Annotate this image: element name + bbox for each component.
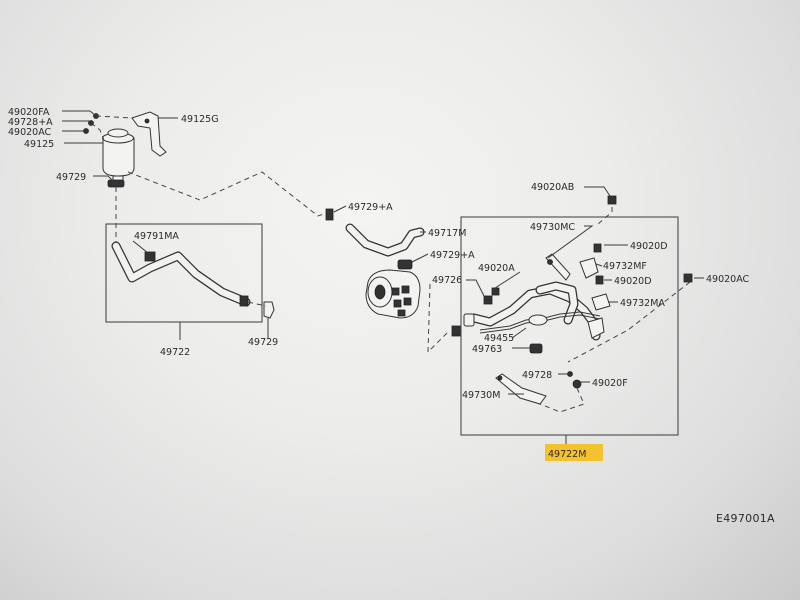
label-49729-b: 49729 (248, 337, 278, 348)
pressure-line-group (427, 186, 704, 444)
right-dashline (567, 281, 691, 363)
routing-dashline-top (127, 171, 331, 217)
callout-labels: 49020FA 49728+A 49020AC 49125 49125G 497… (8, 107, 750, 460)
hose-clamp-49722 (239, 295, 249, 307)
reservoir-bracket (131, 111, 167, 157)
label-49717m: 49717M (428, 228, 466, 239)
label-49020ab: 49020AB (531, 182, 574, 193)
bolt-49020ac-right (683, 273, 693, 283)
label-49730mc: 49730MC (530, 222, 575, 233)
label-49729-a: 49729 (56, 172, 86, 183)
label-49125g: 49125G (181, 114, 219, 125)
washer-49728 (567, 371, 573, 377)
group-box-49722 (105, 223, 263, 323)
diagram-reference-id: E497001A (716, 512, 775, 525)
label-49020ac-top: 49020AC (8, 127, 52, 138)
fitting-inlet (463, 313, 475, 327)
label-49455: 49455 (484, 333, 514, 344)
sensor-49763 (529, 343, 543, 354)
label-49732ma: 49732MA (620, 298, 665, 309)
label-49791ma: 49791MA (134, 231, 179, 242)
group-box-49722m (460, 216, 679, 436)
clip-49791ma (144, 251, 156, 262)
clamp-49732ma (591, 293, 611, 311)
bolt-49020a-fitting (483, 295, 493, 305)
clamp-49732mf (579, 257, 599, 279)
label-49020ac-right: 49020AC (706, 274, 750, 285)
return-line-group (105, 187, 275, 340)
bolt-49020d-b (595, 275, 604, 285)
highlight-49722m (545, 444, 603, 461)
label-49726: 49726 (432, 275, 462, 286)
bolt-49020ab (607, 195, 617, 205)
bracket-bolt-hole (144, 118, 150, 124)
label-49728: 49728 (522, 370, 552, 381)
reservoir-tank (102, 137, 135, 177)
pump-assembly (345, 223, 429, 319)
label-49020d-a: 49020D (630, 241, 668, 252)
label-49722: 49722 (160, 347, 190, 358)
label-49730m: 49730M (462, 390, 500, 401)
screw-49020ac (83, 128, 89, 134)
bolt-49020d-a (593, 243, 602, 253)
label-49729a-mid: 49729+A (348, 202, 393, 213)
label-49125: 49125 (24, 139, 54, 150)
label-49763: 49763 (472, 344, 502, 355)
clamp-49729-top (107, 179, 125, 188)
label-49729a-pump: 49729+A (430, 250, 475, 261)
clamp-49729a-mid (325, 208, 334, 221)
label-49722m: 49722M (548, 449, 586, 460)
reservoir-assembly (62, 110, 178, 188)
bracket-49730m (495, 373, 547, 405)
label-49020fa: 49020FA (8, 107, 50, 118)
bracket-49730mc (545, 253, 571, 281)
label-49732mf: 49732MF (603, 261, 647, 272)
clamp-49729-bottom (263, 301, 275, 319)
label-49728a-top: 49728+A (8, 117, 53, 128)
label-49020a: 49020A (478, 263, 515, 274)
fitting-49726 (451, 325, 461, 337)
pump-link-dashline (427, 283, 449, 354)
nut-49020f (572, 379, 582, 389)
clamp-49729a-pump (397, 259, 413, 270)
reservoir-cap (107, 128, 129, 138)
label-49020d-b: 49020D (614, 276, 652, 287)
oring-49455 (528, 314, 548, 326)
hose-bracket (587, 317, 605, 339)
label-49020f: 49020F (592, 378, 628, 389)
